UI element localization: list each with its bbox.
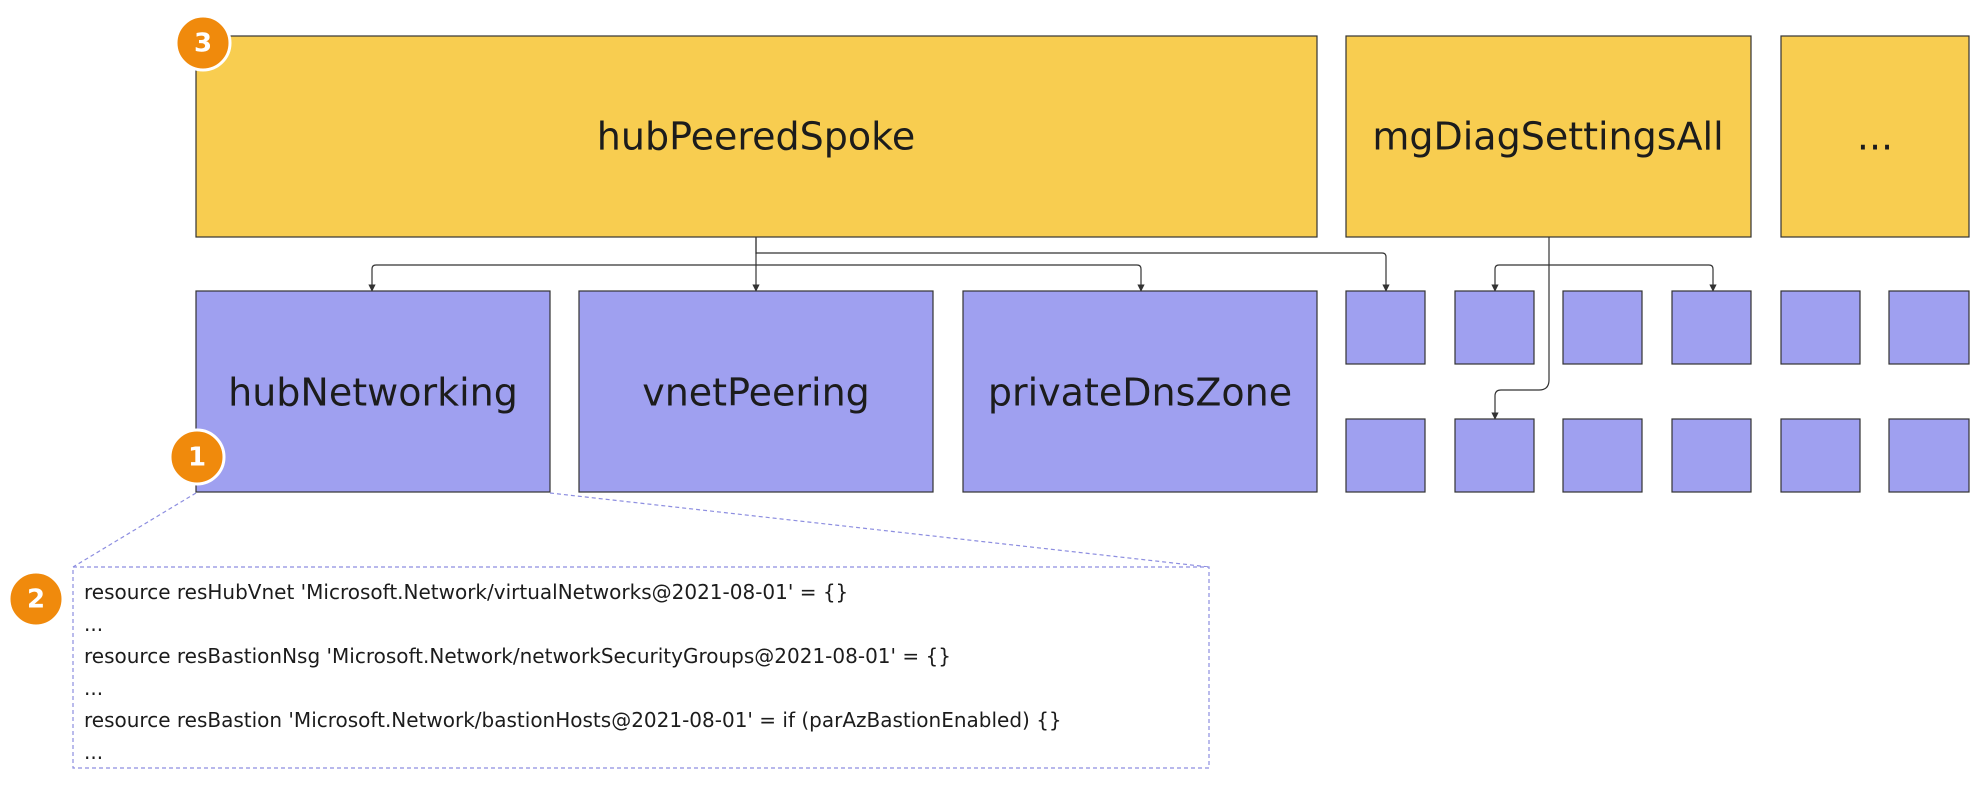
parent-module-more[interactable]: ... [1780,35,1970,238]
child-module-vnetpeering[interactable]: vnetPeering [578,290,934,493]
code-callout: resource resHubVnet 'Microsoft.Network/v… [72,492,1210,769]
badge-2: 2 [7,570,65,628]
resource-tile[interactable] [1888,418,1970,493]
connector-branch-left [368,264,756,292]
resource-tile[interactable] [1888,290,1970,365]
resource-tile[interactable] [1562,290,1643,365]
code-line: ... [84,676,103,700]
child-module-privatednszone[interactable]: privateDnsZone [962,290,1318,493]
code-line: resource resBastionNsg 'Microsoft.Networ… [84,644,951,668]
parent-module-label: mgDiagSettingsAll [1372,115,1723,159]
child-module-label: privateDnsZone [988,371,1292,415]
callout-leader-left [72,492,197,568]
code-line: ... [84,612,103,636]
badge-number: 3 [194,29,212,59]
resource-tile[interactable] [1671,418,1752,493]
connectors [368,237,1717,420]
connector-diag-right [1549,264,1717,292]
resource-tile[interactable] [1454,418,1535,493]
connector-branch-far [756,252,1390,292]
parent-module-label: hubPeeredSpoke [597,115,915,159]
connector-branch-right [756,264,1145,292]
resource-tile[interactable] [1562,418,1643,493]
child-module-label: vnetPeering [642,371,870,415]
resource-tile[interactable] [1780,290,1861,365]
badge-number: 1 [188,443,206,473]
badge-number: 2 [27,585,45,615]
resource-tile[interactable] [1780,418,1861,493]
connector-diag-left [1491,264,1549,292]
resource-tile-grid [1345,290,1970,493]
code-line: resource resHubVnet 'Microsoft.Network/v… [84,580,848,604]
child-module-hubnetworking[interactable]: hubNetworking [195,290,551,493]
parent-module-hubpeeredspoke[interactable]: hubPeeredSpoke [195,35,1318,238]
code-line: resource resBastion 'Microsoft.Network/b… [84,708,1062,732]
badge-1: 1 [168,428,226,486]
connector-diag-down [1491,379,1550,420]
callout-leader-right [549,492,1210,568]
resource-tile[interactable] [1454,290,1535,365]
resource-tile[interactable] [1345,418,1426,493]
code-line: ... [84,740,103,764]
parent-module-label: ... [1857,115,1893,159]
child-module-label: hubNetworking [228,371,518,415]
resource-tile[interactable] [1345,290,1426,365]
parent-module-mgdiagsettingsall[interactable]: mgDiagSettingsAll [1345,35,1752,238]
resource-tile[interactable] [1671,290,1752,365]
badge-3: 3 [174,14,232,72]
code-snippet-box [72,566,1210,769]
